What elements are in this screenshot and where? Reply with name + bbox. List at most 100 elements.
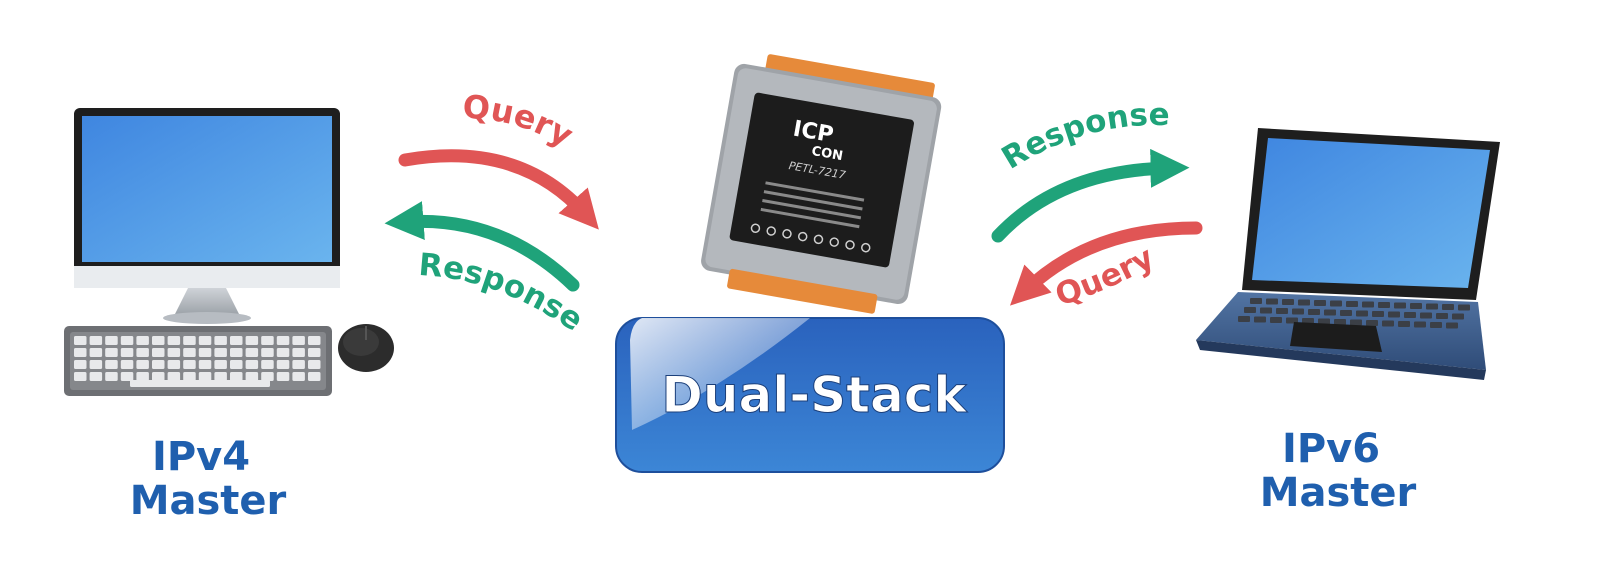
laptop-key [1350,319,1362,326]
laptop-key [1314,300,1326,306]
device-brand-line2: CON [810,144,844,164]
keyboard-key [74,360,87,369]
laptop-key [1362,301,1374,308]
keyboard-key [214,336,227,345]
monitor-base [163,312,251,324]
laptop-key [1238,316,1250,322]
keyboard-key [261,360,274,369]
laptop-key [1266,298,1278,305]
keyboard-key [308,336,321,345]
keyboard-key [276,336,290,345]
keyboard-key [230,348,243,357]
device-bottom-terminals [727,268,878,314]
laptop-key [1372,311,1384,317]
keyboard-key [136,336,149,345]
keyboard-key [261,336,274,345]
laptop-key [1308,309,1320,315]
laptop-screen [1252,138,1490,288]
keyboard-key [120,360,134,369]
device-led [750,223,761,233]
device-text-line [762,199,862,220]
laptop-key [1302,318,1314,324]
laptop-key [1458,304,1470,311]
laptop-key [1324,309,1336,316]
laptop-key [1382,320,1394,327]
keyboard-key [89,348,103,357]
device-front-panel [729,92,914,268]
keyboard-key [74,348,87,357]
keyboard-key [136,372,149,381]
keyboard-key [89,372,103,381]
keyboard-key [183,360,196,369]
left-query-label-text: Query [462,88,580,155]
laptop-key [1318,318,1330,325]
keyboard-key [198,336,212,345]
laptop-key [1330,300,1342,307]
laptop-key [1292,308,1304,315]
left-query-arrow [398,149,599,230]
desktop-computer [64,108,394,396]
laptop-key [1286,317,1298,324]
device-top-terminals [765,54,935,101]
device-led [766,226,776,236]
device-text-line [765,181,865,202]
keyboard-key [167,348,181,357]
device-led [782,229,792,239]
ipv6-label-line2: Master [1260,470,1417,516]
keyboard-key [214,372,227,381]
keyboard-key [245,348,259,357]
left-response-label: Response [417,247,589,339]
keyboard-key [214,360,227,369]
keyboard-key [152,360,165,369]
laptop-key [1410,303,1422,309]
keyboard [64,326,332,396]
keyboard-key [105,360,118,369]
laptop-key [1404,312,1416,318]
keyboard-key [261,372,274,381]
laptop-touchpad [1290,322,1382,352]
keyboard-key [261,348,274,357]
keyboard-key [89,336,103,345]
laptop-key [1340,310,1352,316]
device-led [829,237,839,247]
dual-stack-label: Dual-Stack [661,366,968,424]
keyboard-key [308,372,321,381]
monitor-chin [74,266,340,288]
keyboard-key [198,372,212,381]
keyboard-key [276,348,290,357]
dual-stack-box: Dual-Stack [615,317,1005,473]
keyboard-key [167,372,181,381]
keyboard-key [105,336,118,345]
left-response-arrow [384,201,580,292]
keyboard-key [245,360,259,369]
left-response-label-text: Response [417,247,589,339]
keyboard-key [152,372,165,381]
device-led [845,240,855,250]
keyboard-key [89,360,103,369]
keyboard-key [308,348,321,357]
keyboard-key [183,372,196,381]
device-led [813,234,824,245]
laptop-key [1244,307,1256,313]
laptop-key [1442,304,1454,310]
device-text-line [763,190,863,211]
right-query-label: Query [1051,240,1160,314]
ipv6-label: IPv6 Master [1260,426,1417,516]
laptop-key [1276,308,1288,314]
keyboard-key [183,336,196,345]
laptop-key [1394,302,1406,309]
laptop-key [1378,302,1390,308]
keyboard-key [276,360,290,369]
laptop-key [1298,299,1310,306]
laptop-key [1398,321,1410,327]
device-text-line [760,207,860,229]
keyboard-key [230,336,243,345]
laptop-key [1250,298,1262,304]
device-led [797,231,808,242]
box-shine [630,318,810,430]
keyboard-key [276,372,290,381]
laptop-computer [1196,128,1500,380]
right-query-arrow [1009,221,1203,306]
laptop-key [1388,311,1400,318]
